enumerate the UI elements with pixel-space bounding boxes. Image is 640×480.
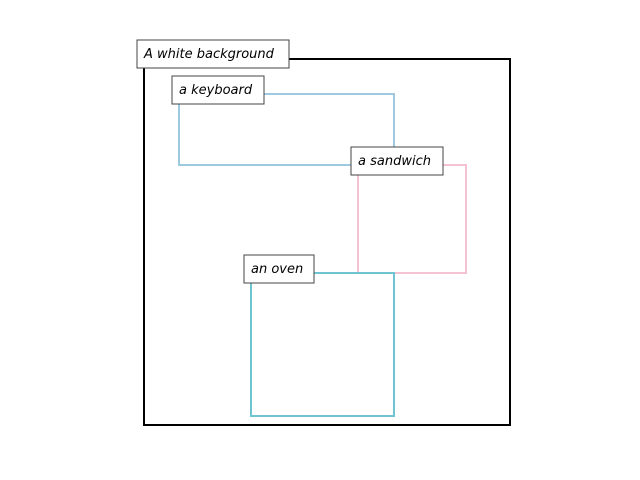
sandwich-label: a sandwich	[350, 146, 444, 176]
oven-region	[250, 272, 395, 417]
keyboard-label: a keyboard	[171, 75, 265, 105]
sandwich-region	[357, 164, 467, 274]
oven-label-text: an oven	[251, 262, 303, 277]
sandwich-label-text: a sandwich	[358, 154, 431, 169]
keyboard-label-text: a keyboard	[179, 83, 253, 98]
oven-label: an oven	[243, 254, 315, 284]
sandwich-label-box	[350, 146, 444, 176]
keyboard-region	[178, 93, 395, 166]
keyboard-label-box	[171, 75, 265, 105]
background-region	[143, 58, 511, 426]
background-label-box	[136, 39, 290, 69]
background-label: A white background	[136, 39, 290, 69]
oven-label-box	[243, 254, 315, 284]
background-label-text: A white background	[143, 47, 275, 62]
